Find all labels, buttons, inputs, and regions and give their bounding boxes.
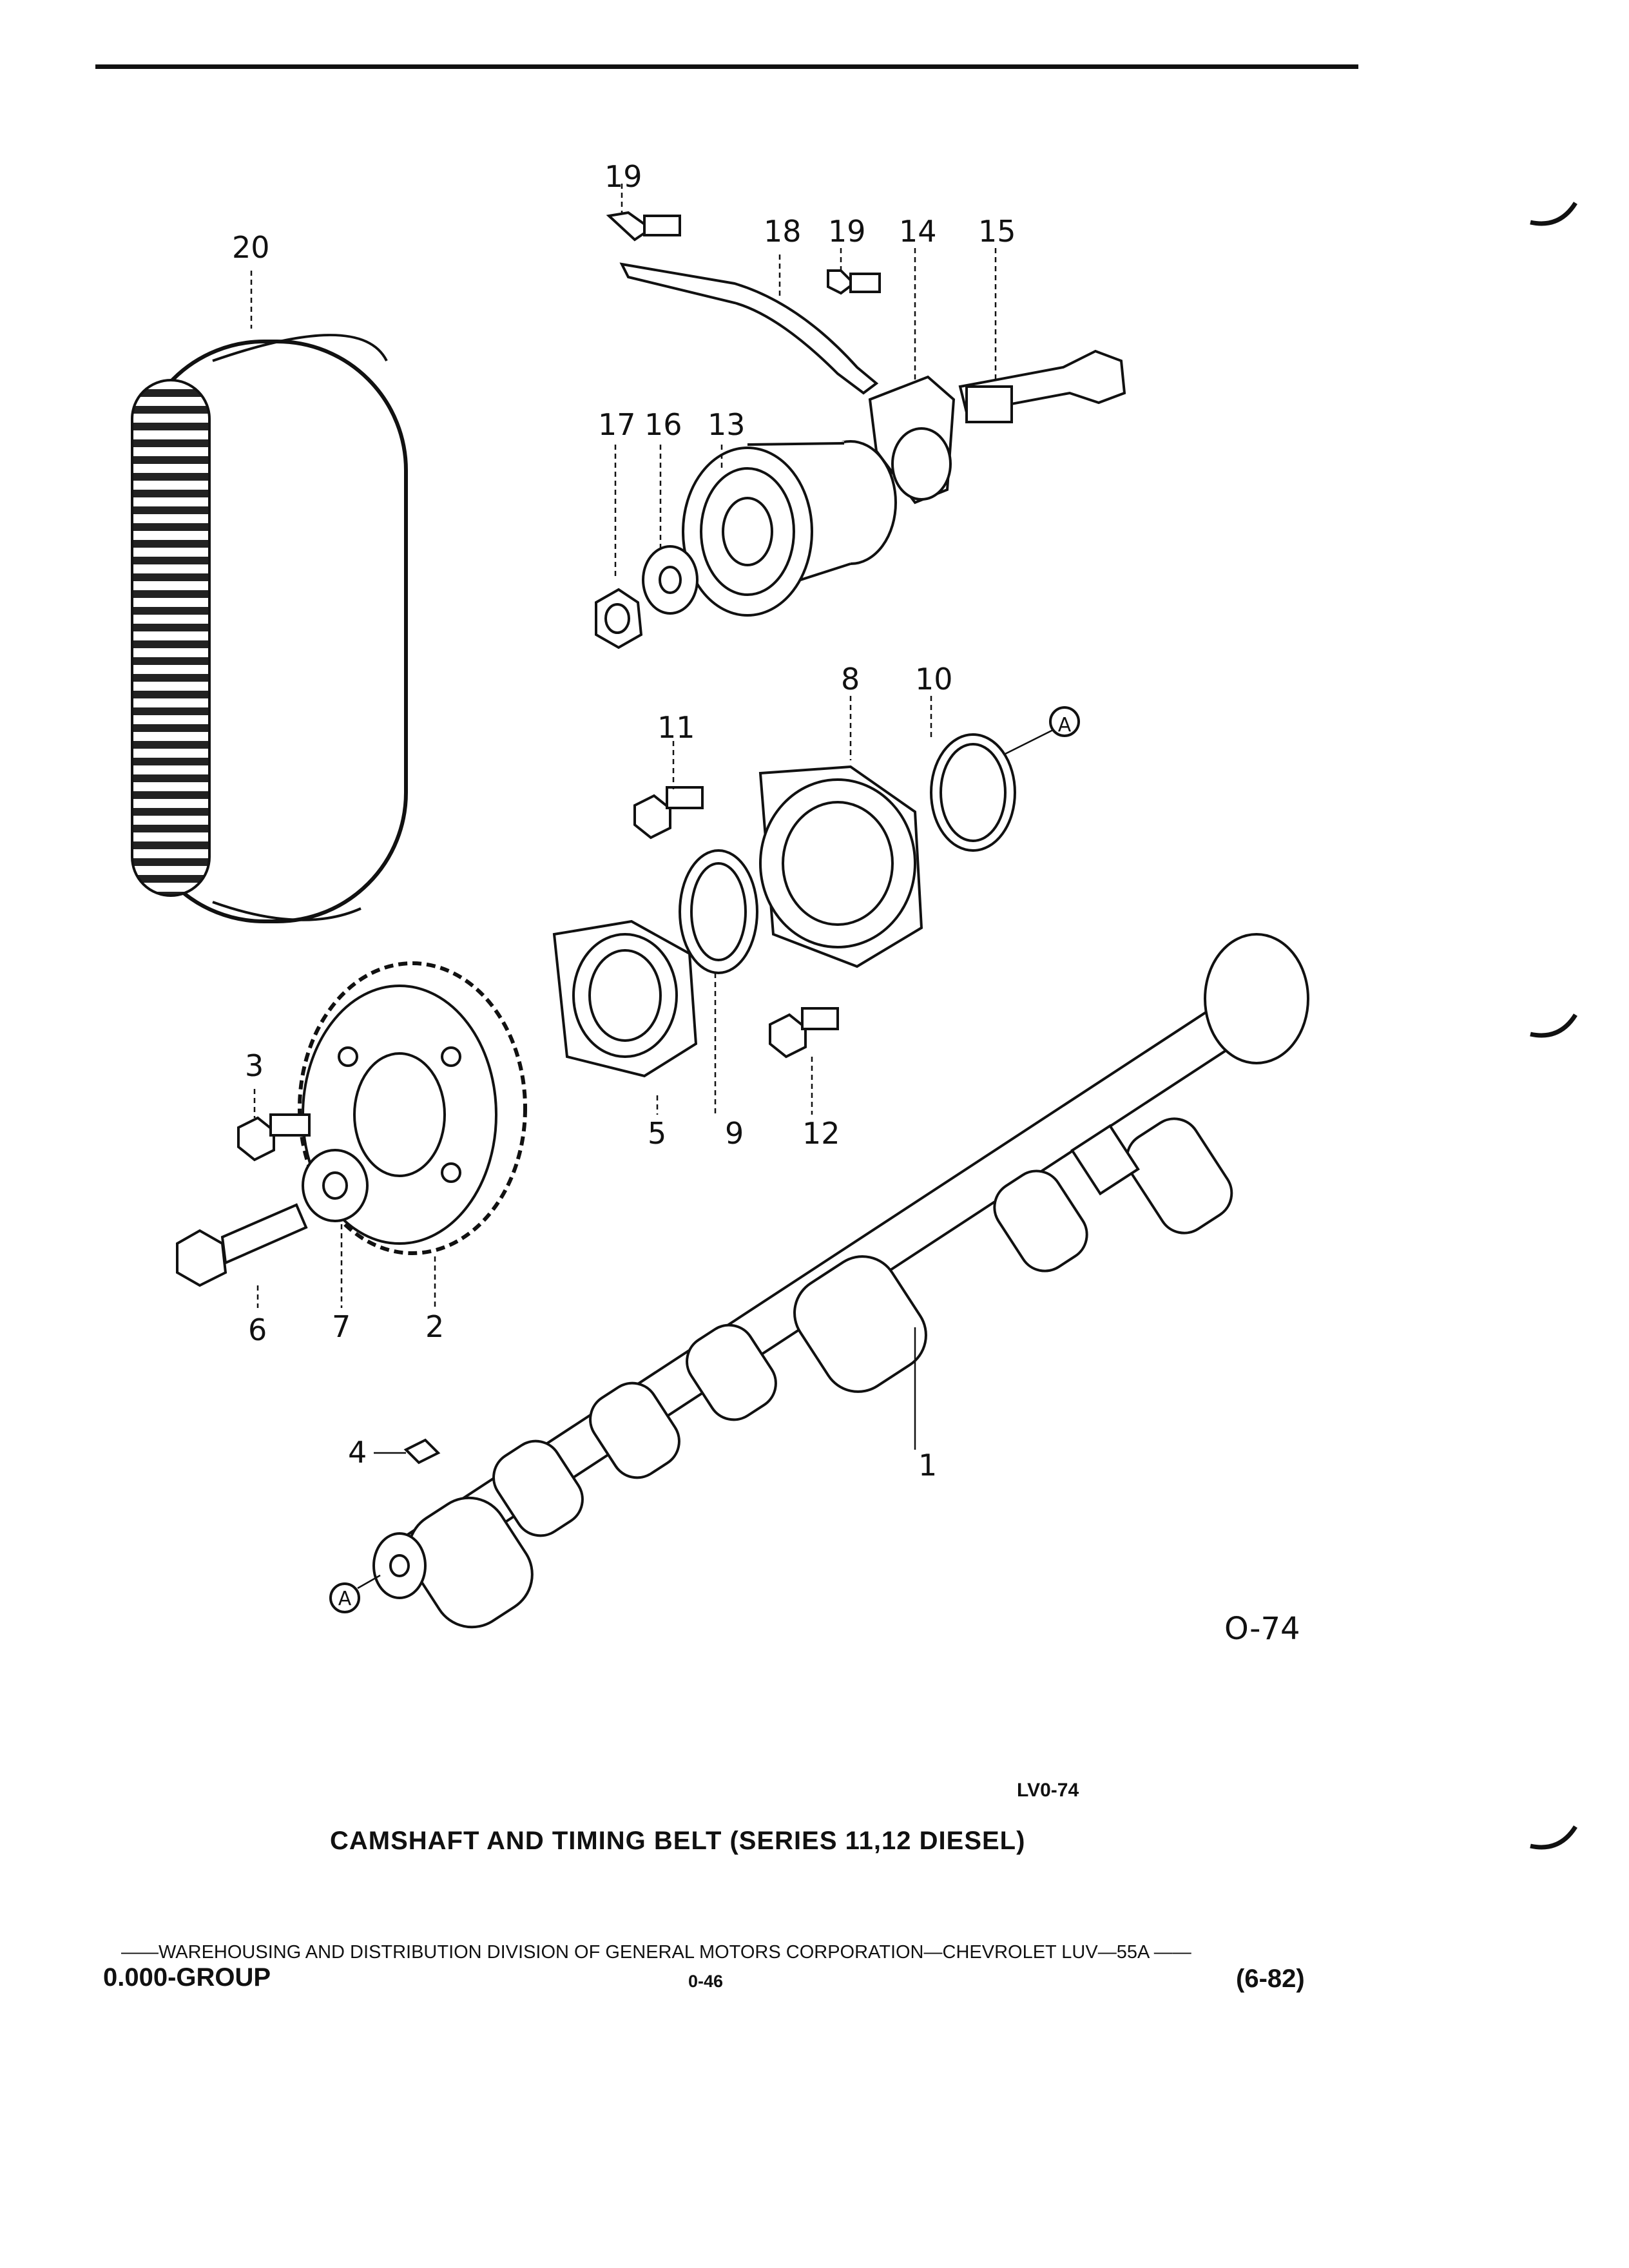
binder-mark bbox=[1530, 1825, 1577, 1850]
callout-16: 16 bbox=[644, 407, 682, 442]
callout-11: 11 bbox=[657, 710, 695, 745]
camshaft-sprocket-group bbox=[176, 961, 527, 1308]
callout-2: 2 bbox=[425, 1309, 444, 1344]
reference-mark-a-left: A bbox=[338, 1588, 352, 1610]
figure-caption: CAMSHAFT AND TIMING BELT (SERIES 11,12 D… bbox=[330, 1827, 1026, 1855]
footer-publisher-line: ——WAREHOUSING AND DISTRIBUTION DIVISION … bbox=[121, 1942, 1191, 1963]
callout-18: 18 bbox=[764, 214, 802, 249]
callout-4: 4 bbox=[348, 1435, 367, 1470]
callout-8: 8 bbox=[841, 662, 860, 697]
callout-9: 9 bbox=[725, 1116, 744, 1151]
seal-housing-group bbox=[633, 696, 1057, 1115]
callout-3: 3 bbox=[245, 1048, 264, 1083]
figure-id: LV0-74 bbox=[1017, 1780, 1079, 1801]
callout-20: 20 bbox=[232, 230, 270, 265]
figure-code: O-74 bbox=[1224, 1611, 1300, 1647]
exploded-parts-diagram: 1 2 3 4 5 6 7 8 9 10 11 12 13 14 15 16 1… bbox=[131, 159, 1309, 1629]
tensioner-bracket-group bbox=[606, 184, 1126, 505]
callout-14: 14 bbox=[899, 214, 937, 249]
callout-17: 17 bbox=[598, 407, 636, 442]
callout-19-top: 19 bbox=[604, 159, 642, 194]
binder-mark bbox=[1530, 202, 1577, 226]
callout-19-right: 19 bbox=[828, 214, 866, 249]
flange-hub bbox=[552, 919, 698, 1115]
callout-13: 13 bbox=[708, 407, 746, 442]
footer-page-number: 0-46 bbox=[688, 1972, 724, 1991]
timing-belt bbox=[131, 271, 408, 923]
camshaft bbox=[329, 706, 1309, 1629]
callout-10: 10 bbox=[915, 662, 953, 697]
callout-6: 6 bbox=[248, 1312, 267, 1347]
binder-mark bbox=[1530, 1014, 1577, 1038]
callout-12: 12 bbox=[802, 1116, 840, 1151]
callout-15: 15 bbox=[978, 214, 1016, 249]
footer-group: 0.000-GROUP bbox=[103, 1963, 271, 1992]
top-rule bbox=[95, 64, 1358, 69]
callout-7: 7 bbox=[332, 1309, 351, 1344]
tensioner-pulley-group bbox=[595, 440, 897, 649]
callout-5: 5 bbox=[648, 1116, 666, 1151]
callout-1: 1 bbox=[918, 1448, 937, 1483]
footer-date: (6-82) bbox=[1236, 1965, 1305, 1993]
reference-mark-a-right: A bbox=[1058, 714, 1072, 736]
